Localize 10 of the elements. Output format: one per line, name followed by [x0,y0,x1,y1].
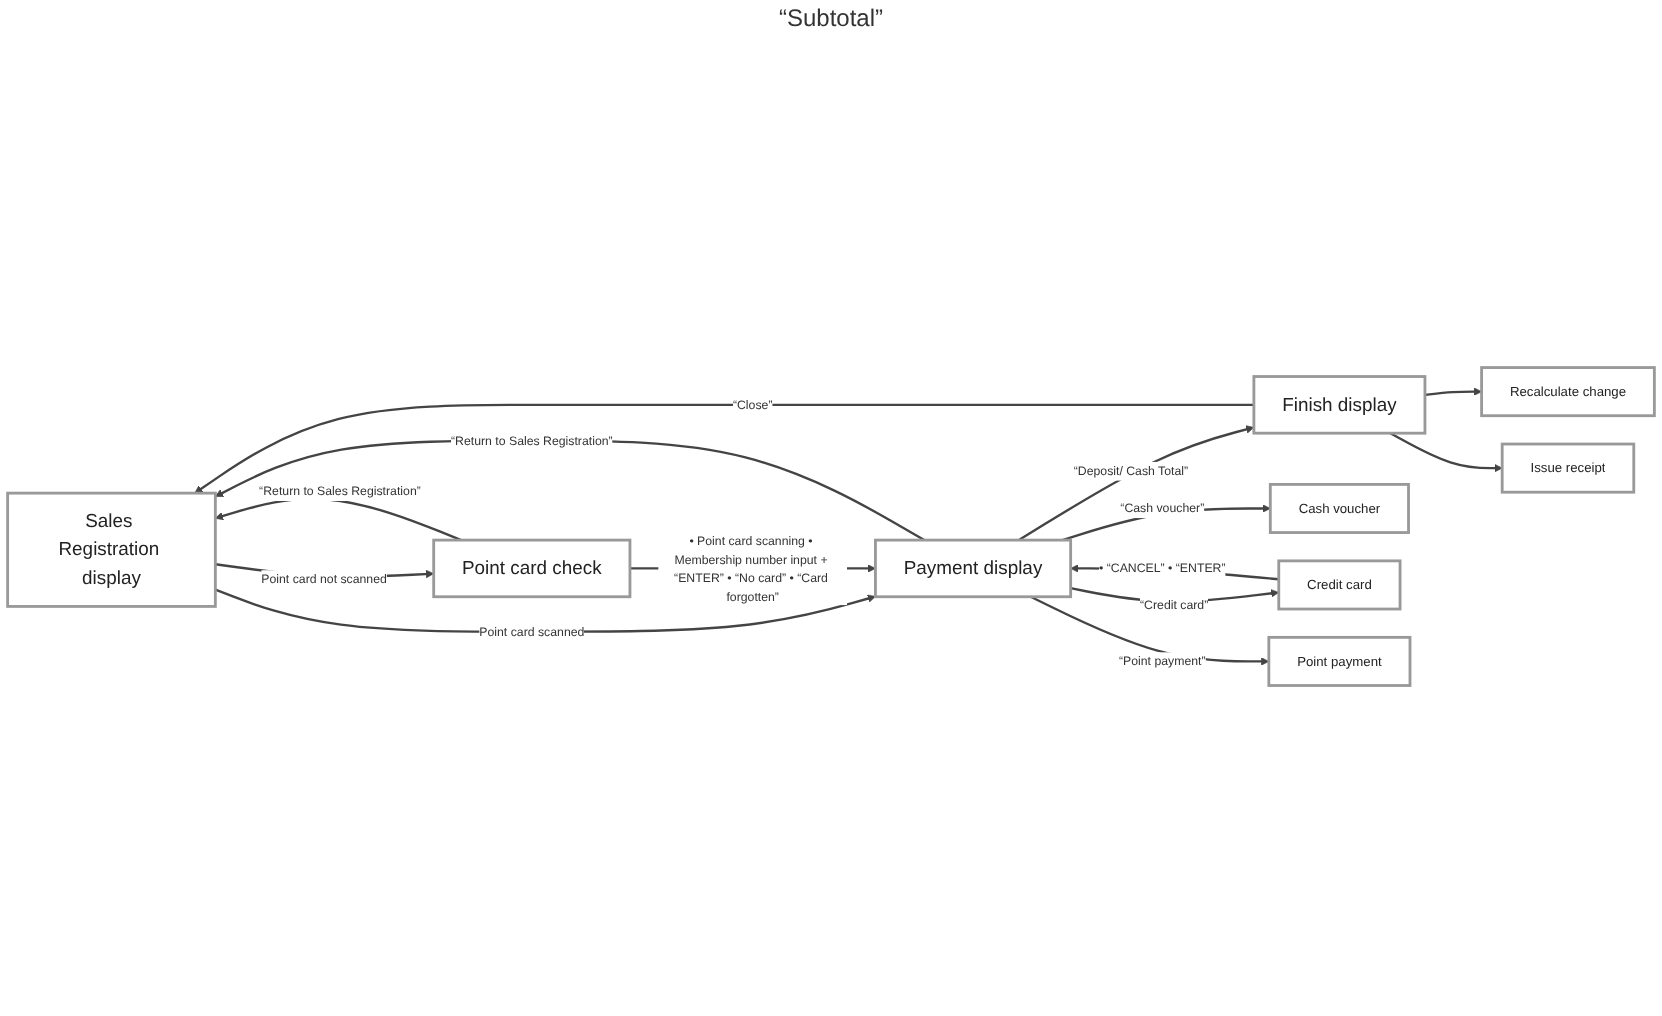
arrow [1424,386,1482,396]
node-box: Sales Registration display [6,491,217,608]
node-box: Payment display [874,538,1073,598]
arrow [1018,424,1255,541]
arrow [1389,431,1503,472]
arrow [194,403,1254,493]
note-text: “Subtotal” [778,4,884,32]
node-box: Point card check [432,538,632,598]
node-box: Finish display [1252,374,1427,435]
arrow [1030,595,1270,666]
